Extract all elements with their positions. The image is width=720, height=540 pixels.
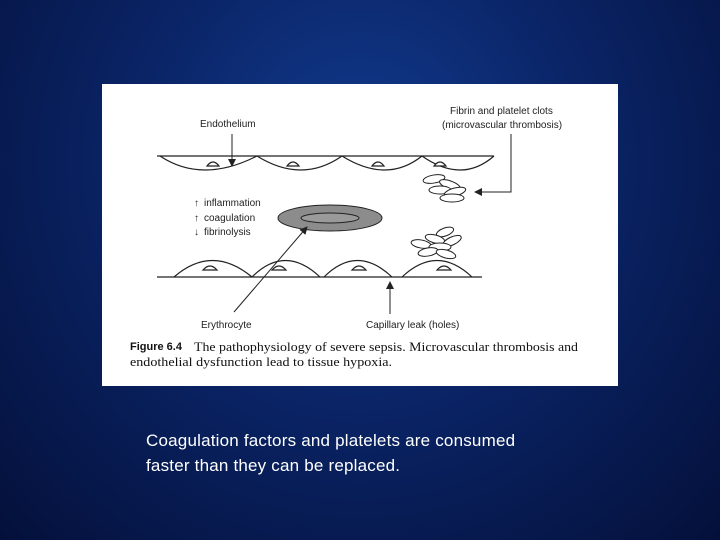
label-clots-line2: (microvascular thrombosis) <box>442 120 562 131</box>
label-clots-line1: Fibrin and platelet clots <box>450 106 553 117</box>
caption-line2: endothelial dysfunction lead to tissue h… <box>130 355 392 369</box>
caption-line1: The pathophysiology of severe sepsis. Mi… <box>194 340 579 354</box>
slide-caption-line1: Coagulation factors and platelets are co… <box>146 431 516 450</box>
clots-arrow <box>474 134 512 196</box>
caption-figure-number: Figure 6.4 <box>130 341 183 353</box>
label-capillary-leak: Capillary leak (holes) <box>366 320 459 331</box>
coagulation-up-arrow: ↑ <box>194 213 199 224</box>
inflammation-up-arrow: ↑ <box>194 198 199 209</box>
erythrocyte-arrow <box>233 226 308 313</box>
label-endothelium: Endothelium <box>200 119 256 130</box>
label-fibrinolysis: fibrinolysis <box>204 227 251 238</box>
bottom-endothelium <box>157 259 482 278</box>
label-erythrocyte: Erythrocyte <box>201 320 252 331</box>
label-coagulation: coagulation <box>204 213 255 224</box>
label-inflammation: inflammation <box>204 198 261 209</box>
slide-caption-line2: faster than they can be replaced. <box>146 456 401 475</box>
clot-cluster-bottom <box>410 226 462 260</box>
figure-panel: Endothelium Fibrin and platelet clots (m… <box>102 84 618 386</box>
slide-caption: Coagulation factors and platelets are co… <box>146 428 606 478</box>
erythrocyte <box>277 204 383 232</box>
clot-cluster-top <box>422 174 467 203</box>
top-endothelium <box>157 155 495 171</box>
sepsis-diagram: Endothelium Fibrin and platelet clots (m… <box>130 106 579 369</box>
fibrinolysis-down-arrow: ↓ <box>194 227 199 238</box>
